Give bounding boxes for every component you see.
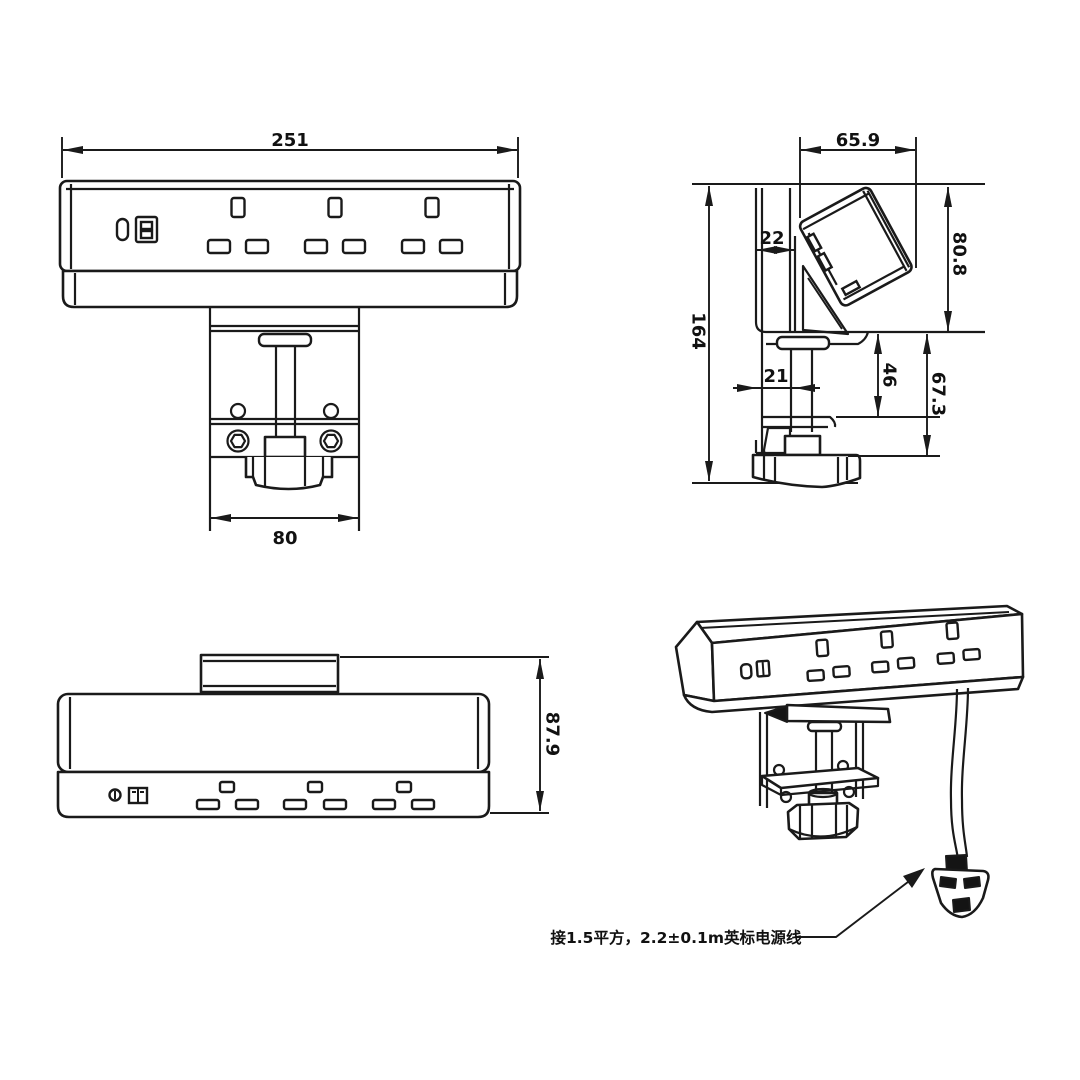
front-strip-body — [58, 179, 522, 309]
socket-outlet-2 — [303, 196, 367, 255]
usb-c-port-icon — [115, 217, 130, 242]
dim-front-width-label: 251 — [271, 130, 309, 151]
socket-outlet-1 — [206, 196, 270, 255]
usb-a-port-icon — [127, 786, 149, 805]
front-clamp — [208, 307, 361, 531]
usb-c-port-icon — [108, 788, 122, 802]
top-socket-face — [56, 770, 491, 819]
clamp-bolt — [319, 429, 343, 453]
dim-side-total-height: 164 — [688, 186, 713, 481]
gusset-triangle — [801, 264, 850, 336]
perspective-strip — [674, 604, 1025, 714]
dim-clamp-depth-label: 67.3 — [928, 372, 949, 416]
dim-clamp-depth: 67.3 — [923, 334, 949, 455]
power-cord — [949, 687, 970, 860]
dim-side-total-height-label: 164 — [688, 312, 709, 350]
leader-line — [795, 871, 922, 938]
strip-bottom-face — [682, 675, 1025, 714]
dim-clamp-width-label: 80 — [272, 528, 297, 549]
plug-pin — [939, 876, 957, 889]
front-view: 251 80 — [58, 130, 522, 549]
side-view: 65.9 22 21 164 80.8 — [688, 130, 985, 489]
dim-side-top-width-label: 65.9 — [836, 130, 880, 151]
dim-jaw-opening: 46 — [874, 334, 900, 416]
top-clamp-block — [199, 653, 340, 694]
clamp-knob — [244, 457, 334, 491]
clamp-pad — [257, 332, 313, 348]
perspective-view: 接1.5平方，2.2±0.1m英标电源线 — [550, 604, 1025, 947]
dim-side-offset-label: 22 — [759, 228, 784, 249]
dim-screw-offset-label: 21 — [763, 366, 788, 387]
dim-front-width: 251 — [61, 130, 519, 178]
uk-plug — [931, 854, 990, 919]
dim-side-upper-height-label: 80.8 — [949, 232, 970, 276]
side-bracket — [754, 188, 985, 455]
perspective-clamp — [758, 703, 892, 841]
dim-side-top-width: 65.9 — [799, 130, 917, 268]
dim-body-depth: 87.9 — [340, 656, 563, 814]
dim-side-offset: 22 — [757, 228, 794, 254]
plug-pin — [963, 876, 981, 889]
dim-clamp-width: 80 — [211, 514, 358, 549]
dim-body-depth-label: 87.9 — [542, 712, 563, 756]
cable-annotation: 接1.5平方，2.2±0.1m英标电源线 — [550, 868, 925, 947]
perspective-sockets — [739, 621, 982, 683]
dim-screw-offset: 21 — [733, 366, 820, 392]
plug-pin — [952, 897, 971, 913]
clamp-lower-arm — [760, 766, 880, 790]
side-clamp-screw — [751, 335, 940, 489]
top-view: 87.9 — [56, 653, 563, 819]
dim-side-upper-height: 80.8 — [944, 187, 970, 331]
top-strip-body — [56, 692, 491, 774]
top-socket-slots — [195, 780, 436, 811]
socket-outlet-3 — [400, 196, 464, 255]
usb-a-port-icon — [134, 215, 159, 244]
side-strip-section — [798, 186, 913, 307]
front-strip-base — [61, 269, 519, 309]
clamp-screw-shaft — [274, 346, 297, 437]
clamp-bolt — [226, 429, 250, 453]
leader-arrowhead-icon — [903, 868, 925, 888]
dim-jaw-opening-label: 46 — [879, 362, 900, 387]
cable-note-label: 接1.5平方，2.2±0.1m英标电源线 — [550, 928, 802, 947]
